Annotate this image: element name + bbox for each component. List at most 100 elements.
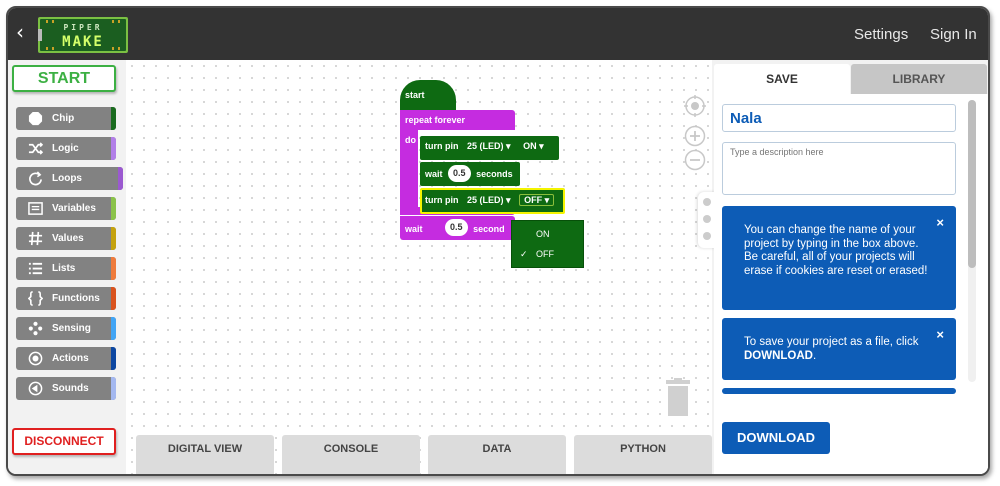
panel-toggle-handle[interactable] (698, 192, 716, 248)
side-panel: SAVE LIBRARY You can change the name of … (714, 60, 988, 474)
sensing-icon (28, 321, 43, 336)
wait-unit: second (473, 224, 505, 234)
category-label: Values (52, 233, 84, 244)
target-icon (28, 351, 43, 366)
wait-block-2[interactable]: wait 0.5 second (400, 216, 515, 240)
category-loops[interactable]: Loops (16, 167, 123, 190)
logo-main-text: MAKE (62, 34, 104, 50)
category-label: Sensing (52, 323, 91, 334)
tab-data[interactable]: DATA (428, 435, 566, 474)
category-functions[interactable]: Functions (16, 287, 116, 310)
repeat-forever-block[interactable]: repeat forever (400, 110, 515, 130)
close-icon[interactable]: × (936, 327, 944, 342)
handle-dot (703, 215, 711, 223)
recenter-icon[interactable] (684, 95, 706, 117)
project-description-input[interactable] (722, 142, 956, 195)
category-label: Sounds (52, 383, 89, 394)
turn-pin-label: turn pin (425, 195, 459, 205)
shuffle-icon (28, 142, 43, 155)
tab-python[interactable]: PYTHON (574, 435, 712, 474)
category-color-swatch (111, 347, 116, 370)
logo-top-text: PIPER (63, 23, 102, 32)
repeat-forever-label: repeat forever (405, 115, 466, 125)
handle-dot (703, 198, 711, 206)
start-block-label: start (405, 90, 425, 100)
disconnect-button[interactable]: DISCONNECT (12, 428, 116, 455)
wait-label: wait (425, 169, 443, 179)
pin-dropdown-1[interactable]: 25 (LED) ▾ (467, 141, 511, 151)
state-dropdown-1[interactable]: ON ▾ (523, 141, 544, 151)
option-label: OFF (536, 249, 554, 259)
category-sensing[interactable]: Sensing (16, 317, 116, 340)
project-name-input[interactable] (722, 104, 956, 132)
wait-label: wait (405, 224, 423, 234)
back-icon[interactable]: ‹ (16, 20, 24, 44)
category-color-swatch (111, 227, 116, 250)
pin-value: 25 (LED) (467, 141, 504, 151)
sign-in-link[interactable]: Sign In (930, 26, 977, 43)
hash-icon (28, 231, 43, 246)
dropdown-option-off[interactable]: ✓ OFF (512, 245, 583, 263)
info-note-partial (722, 388, 956, 394)
variables-icon (28, 202, 43, 215)
category-chip[interactable]: Chip (16, 107, 116, 130)
category-values[interactable]: Values (16, 227, 116, 250)
state-dropdown-menu: ON ✓ OFF (511, 220, 584, 268)
category-color-swatch (111, 287, 116, 310)
checkmark-icon: ✓ (520, 249, 528, 259)
handle-dot (703, 232, 711, 240)
category-label: Functions (52, 293, 100, 304)
category-sounds[interactable]: Sounds (16, 377, 116, 400)
repeat-forever-arm: do (400, 130, 418, 211)
loop-icon (29, 171, 42, 186)
info-note-rename: You can change the name of your project … (722, 206, 956, 310)
pin-dropdown-2[interactable]: 25 (LED) ▾ (467, 195, 511, 205)
start-button[interactable]: START (12, 65, 116, 92)
note-text-suffix: . (813, 349, 817, 362)
category-lists[interactable]: Lists (16, 257, 116, 280)
category-label: Actions (52, 353, 89, 364)
speaker-icon (28, 381, 43, 396)
category-label: Chip (52, 113, 75, 124)
info-note-download: To save your project as a file, click DO… (722, 318, 956, 380)
tab-library[interactable]: LIBRARY (851, 64, 987, 94)
tab-console[interactable]: CONSOLE (282, 435, 420, 474)
turn-pin-block-1[interactable]: turn pin 25 (LED) ▾ ON ▾ (420, 136, 559, 160)
state-value: OFF (524, 195, 543, 205)
download-button[interactable]: DOWNLOAD (722, 422, 830, 454)
category-color-swatch (111, 377, 116, 400)
piper-make-logo[interactable]: PIPER MAKE (38, 17, 128, 53)
start-block[interactable]: start (400, 80, 456, 110)
turn-pin-label: turn pin (425, 141, 459, 151)
zoom-out-icon[interactable] (684, 149, 706, 171)
close-icon[interactable]: × (936, 215, 944, 230)
wait-value-2[interactable]: 0.5 (445, 219, 468, 236)
option-label: ON (536, 229, 550, 239)
settings-link[interactable]: Settings (854, 26, 909, 43)
trash-icon[interactable] (665, 378, 691, 418)
turn-pin-block-2[interactable]: turn pin 25 (LED) ▾ OFF ▾ (420, 188, 565, 214)
state-value: ON (523, 141, 537, 151)
category-color-swatch (111, 197, 116, 220)
category-logic[interactable]: Logic (16, 137, 116, 160)
chip-icon (28, 111, 43, 126)
wait-unit: seconds (476, 169, 513, 179)
wait-value-1[interactable]: 0.5 (448, 165, 471, 182)
wait-block-1[interactable]: wait 0.5 seconds (420, 162, 520, 186)
panel-tabs: SAVE LIBRARY (714, 64, 988, 94)
toolbox: START Chip Logic Loops Variables Values (8, 60, 124, 474)
scrollbar-thumb[interactable] (968, 100, 976, 268)
category-variables[interactable]: Variables (16, 197, 116, 220)
pin-value: 25 (LED) (467, 195, 504, 205)
zoom-in-icon[interactable] (684, 125, 706, 147)
category-actions[interactable]: Actions (16, 347, 116, 370)
top-bar: ‹ PIPER MAKE Settings Sign In (8, 8, 988, 60)
category-label: Loops (52, 173, 82, 184)
tab-save[interactable]: SAVE (714, 64, 850, 94)
notes-clip (714, 394, 976, 414)
category-label: Variables (52, 203, 96, 214)
dropdown-option-on[interactable]: ON (512, 225, 583, 243)
category-color-swatch (111, 317, 116, 340)
tab-digital-view[interactable]: DIGITAL VIEW (136, 435, 274, 474)
state-dropdown-2[interactable]: OFF ▾ (519, 194, 555, 206)
